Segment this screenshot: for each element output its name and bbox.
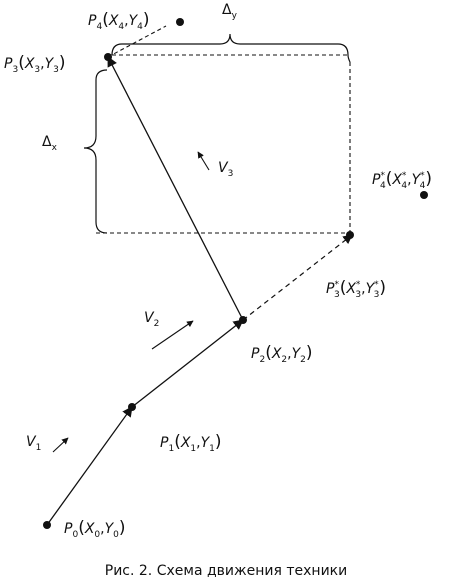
label-v2: V2 bbox=[144, 310, 159, 329]
label-p1: P1(X1,Y1) bbox=[160, 432, 222, 454]
label-v3: V3 bbox=[218, 160, 233, 179]
point-p1 bbox=[128, 403, 136, 411]
path-segment-p0-p1 bbox=[46, 406, 133, 526]
label-delta-x: Δx bbox=[42, 134, 58, 153]
label-v1: V1 bbox=[26, 434, 41, 453]
brace-dx bbox=[83, 69, 108, 234]
velocity-arrow-v1 bbox=[52, 437, 69, 453]
velocity-arrow-v2 bbox=[151, 320, 194, 350]
brace-dy bbox=[111, 33, 351, 63]
label-p3: P3(X3,Y3) bbox=[4, 53, 66, 75]
path-segment-p1-p2 bbox=[131, 319, 244, 408]
label-p2: P2(X2,Y2) bbox=[251, 343, 313, 365]
path-segment-p2-p3 bbox=[107, 56, 244, 321]
label-p0: P0(X0,Y0) bbox=[64, 518, 126, 540]
point-p3 bbox=[104, 53, 112, 61]
figure-caption: Рис. 2. Схема движения техники bbox=[105, 563, 347, 579]
point-p2 bbox=[239, 316, 247, 324]
velocity-arrow-v3 bbox=[197, 151, 210, 171]
label-p4s: P*4(X*4,Y*4) bbox=[372, 169, 432, 191]
point-p4 bbox=[176, 18, 184, 26]
point-p4s bbox=[420, 191, 428, 199]
label-p4: P4(X4,Y4) bbox=[88, 10, 150, 32]
label-delta-y: Δy bbox=[222, 2, 238, 21]
point-p0 bbox=[43, 521, 51, 529]
predicted-segment-p2-p3s bbox=[242, 234, 353, 321]
predicted-segment-p3-p4 bbox=[107, 25, 167, 58]
label-p3s: P*3(X*3,Y*3) bbox=[326, 278, 386, 300]
point-p3s bbox=[346, 231, 354, 239]
